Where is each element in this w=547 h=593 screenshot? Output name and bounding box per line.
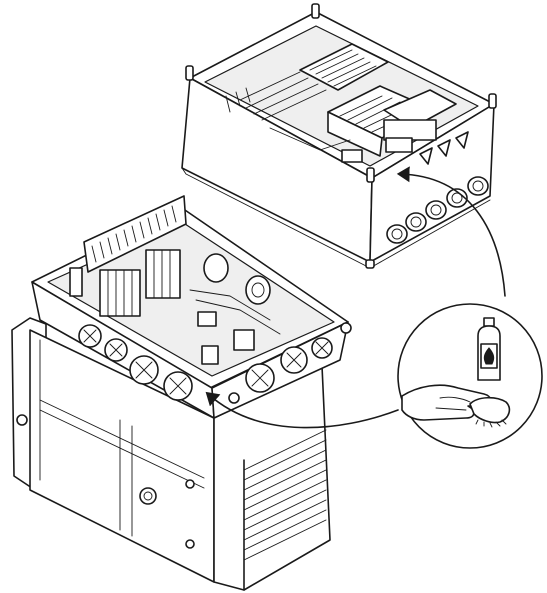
terminal-box-base: [31, 195, 352, 419]
motor-housing: [11, 317, 331, 591]
cover-corner-posts: [185, 3, 497, 183]
arrow-to-cover: [396, 166, 506, 297]
base-cable-glands: [78, 324, 333, 401]
terminal-block: [69, 195, 281, 365]
cleaning-callout: [397, 303, 543, 449]
cover-warning-symbols: [419, 131, 469, 165]
direction-arrows: [205, 166, 506, 429]
cover-electronics: [225, 43, 457, 163]
cover-cable-glands: [386, 176, 489, 244]
hand-wiping-cloth-icon: [401, 384, 511, 428]
terminal-box-cover: [181, 3, 497, 269]
flammable-solvent-bottle-icon: [477, 317, 501, 381]
motor-cooling-fins: [243, 429, 327, 591]
arrow-to-base: [205, 391, 399, 429]
